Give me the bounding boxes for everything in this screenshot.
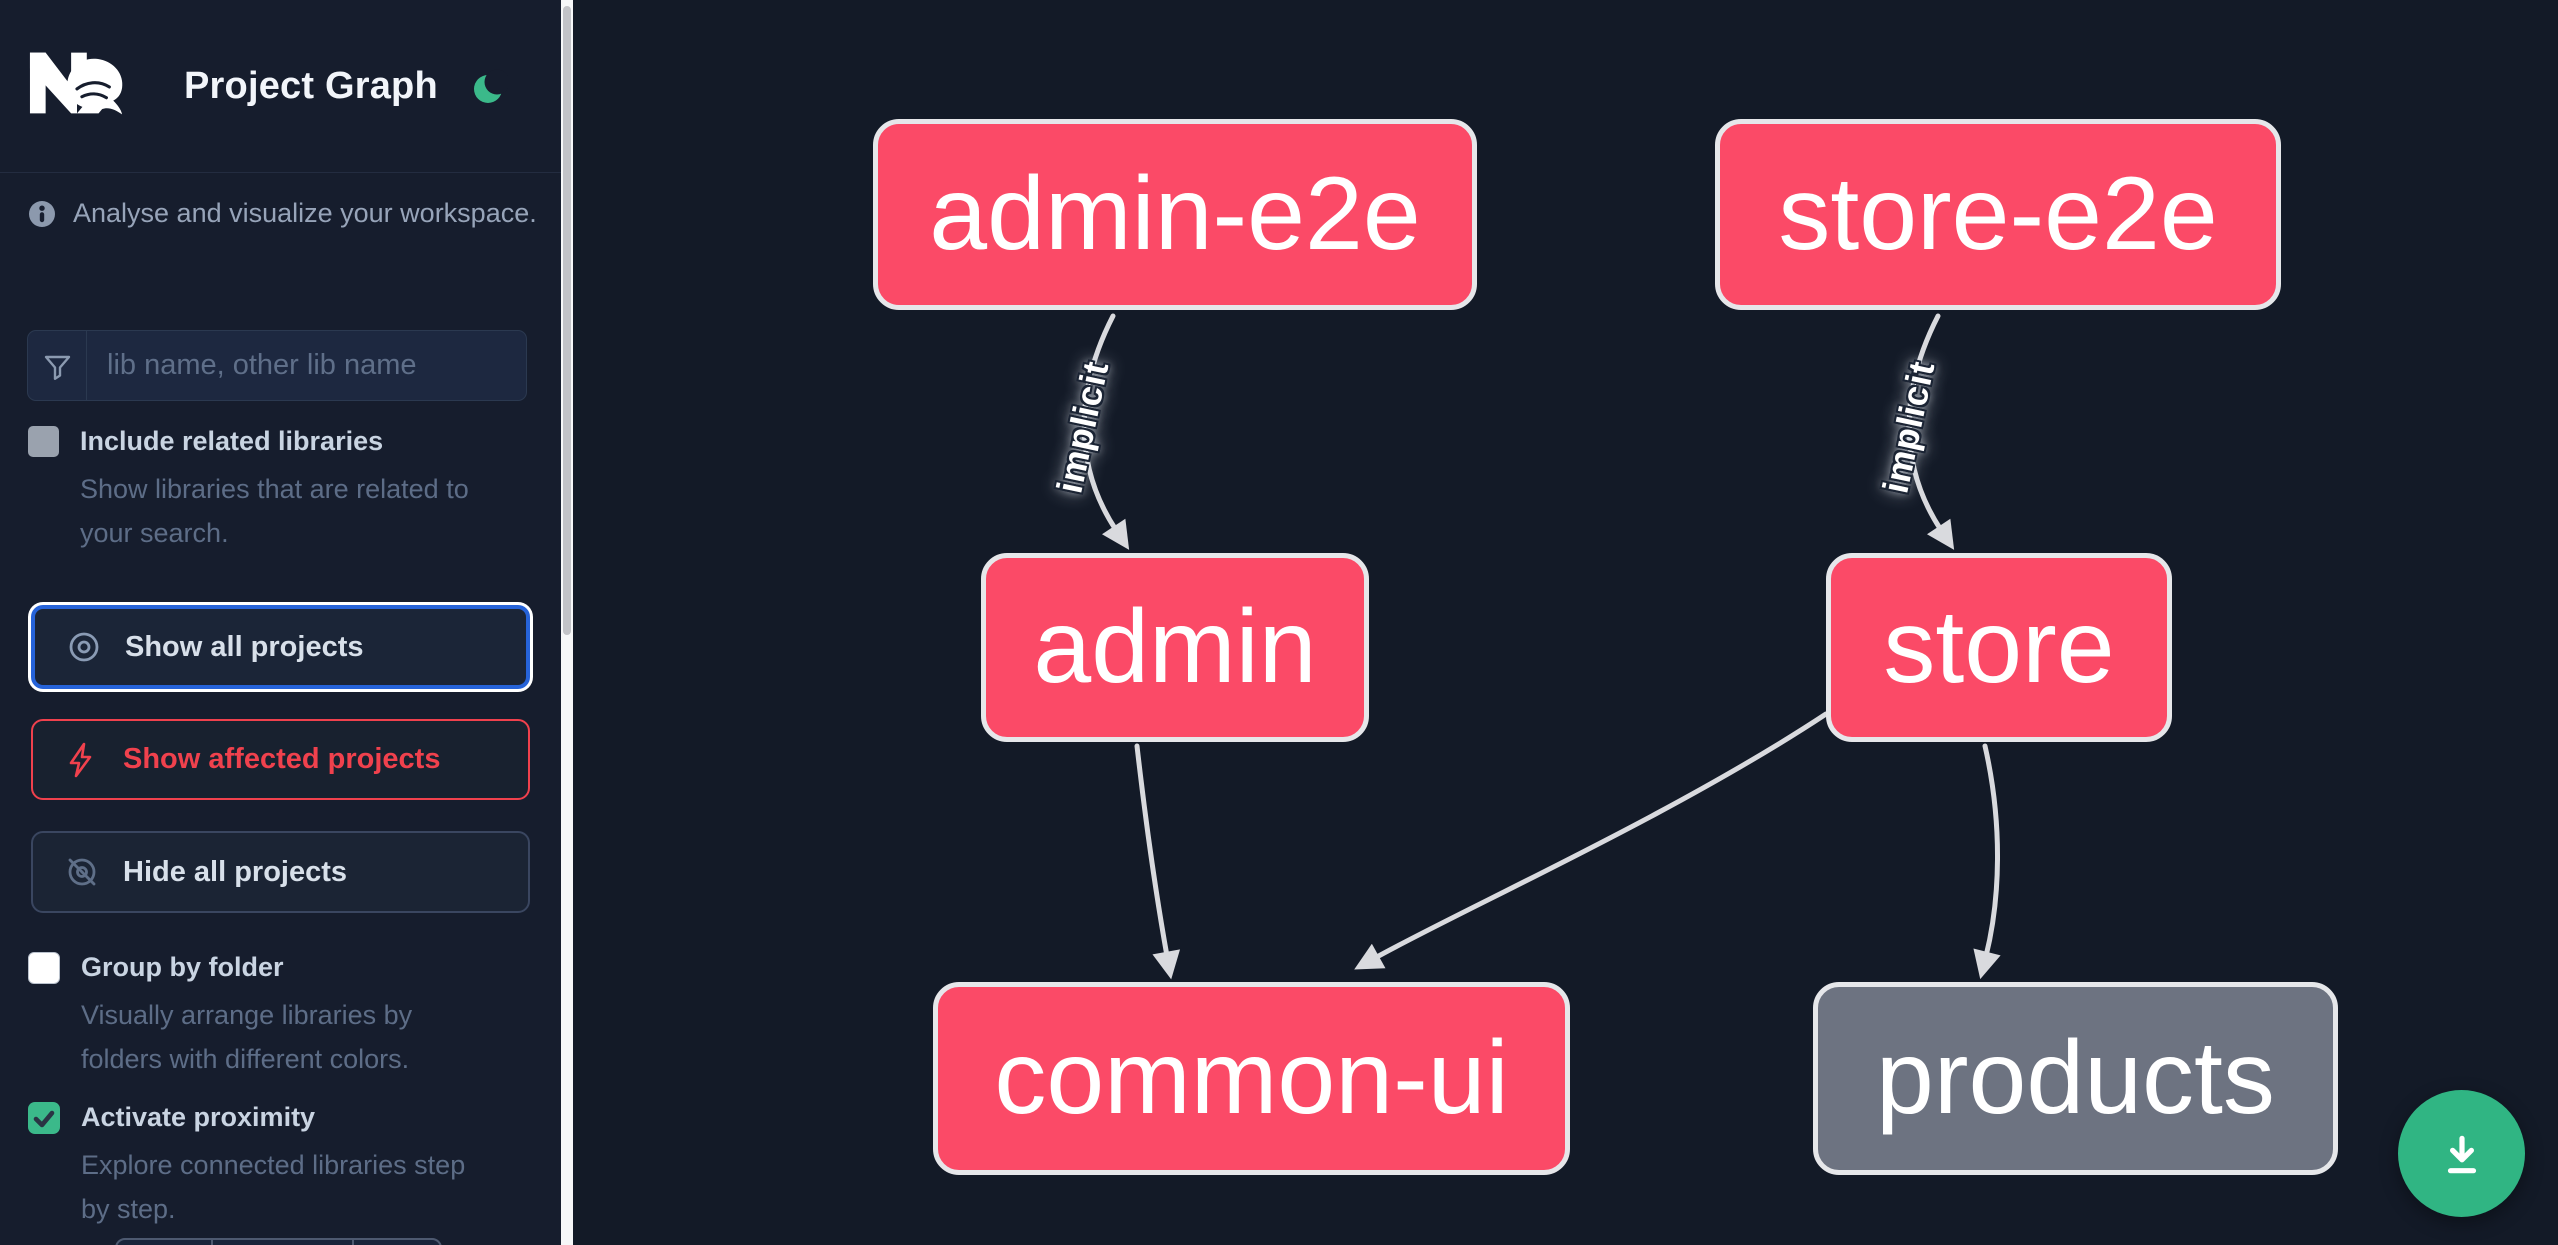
toggle-include-related-libraries: Include related libraries Show libraries…	[28, 424, 530, 555]
graph-node-admin-e2e[interactable]: admin-e2e	[873, 119, 1477, 310]
proximity-depth-control[interactable]	[115, 1238, 442, 1245]
graph-node-admin[interactable]: admin	[981, 553, 1369, 742]
moon-icon	[474, 69, 508, 103]
nx-logo	[29, 52, 123, 115]
search-input[interactable]	[87, 331, 526, 400]
edge-store-to-common-ui	[1354, 711, 1829, 970]
node-label: store-e2e	[1778, 156, 2218, 272]
node-label: store	[1883, 589, 2115, 705]
workspace-tagline: Analyse and visualize your workspace.	[73, 198, 537, 228]
bolt-icon	[69, 742, 92, 777]
node-label: admin	[1033, 589, 1317, 705]
download-graph-image-button[interactable]	[2398, 1090, 2525, 1217]
filter-funnel-icon	[28, 331, 87, 400]
show-all-projects-button[interactable]: Show all projects	[31, 605, 530, 689]
node-label: admin-e2e	[929, 156, 1421, 272]
segment-divider	[352, 1240, 354, 1245]
button-label: Show all projects	[125, 630, 364, 663]
checkbox-group-by-folder[interactable]	[28, 952, 60, 984]
graph-node-products[interactable]: products	[1813, 982, 2338, 1175]
node-label: common-ui	[994, 1020, 1509, 1136]
checkbox-activate-proximity[interactable]	[28, 1102, 60, 1134]
button-label: Hide all projects	[123, 855, 348, 888]
page-title: Project Graph	[184, 65, 438, 107]
check-icon	[33, 1110, 55, 1128]
sidebar-scrollbar-track	[561, 0, 573, 1245]
toggle-label: Include related libraries	[80, 426, 384, 456]
toggle-description: Explore connected libraries step by step…	[81, 1150, 466, 1224]
toggle-activate-proximity: Activate proximity Explore connected lib…	[28, 1100, 531, 1231]
search-box	[27, 330, 527, 401]
download-icon	[2447, 1135, 2476, 1173]
eye-off-icon	[68, 858, 96, 886]
edge-store-to-products	[1973, 743, 2001, 980]
edge-admin-e2e-to-admin	[1081, 313, 1130, 550]
node-label: products	[1876, 1020, 2275, 1136]
sidebar-scrollbar-thumb[interactable]	[563, 6, 571, 635]
button-label: Show affected projects	[123, 743, 441, 775]
eye-icon	[69, 632, 99, 662]
toggle-label: Group by folder	[81, 952, 284, 982]
toggle-description: Visually arrange libraries by folders wi…	[81, 1000, 413, 1074]
graph-node-store[interactable]: store	[1826, 553, 2172, 742]
toggle-group-by-folder: Group by folder Visually arrange librari…	[28, 950, 531, 1081]
graph-node-common-ui[interactable]: common-ui	[933, 982, 1570, 1175]
show-affected-projects-button[interactable]: Show affected projects	[31, 719, 530, 800]
info-icon	[29, 200, 55, 227]
edges-layer	[1081, 313, 2001, 980]
project-graph-canvas[interactable]: implicit implicit admin-e2e store-e2e ad…	[573, 0, 2558, 1245]
edge-admin-to-common-ui	[1134, 743, 1181, 980]
sidebar: Project Graph Analyse and visualize your…	[0, 0, 561, 1245]
sidebar-header: Project Graph	[0, 0, 561, 173]
checkbox-include-related-libraries[interactable]	[28, 426, 59, 457]
workspace-tagline-row: Analyse and visualize your workspace.	[28, 198, 537, 229]
edge-store-e2e-to-store	[1906, 313, 1955, 550]
toggle-description: Show libraries that are related to your …	[80, 474, 469, 548]
hide-all-projects-button[interactable]: Hide all projects	[31, 831, 530, 913]
toggle-label: Activate proximity	[81, 1102, 316, 1132]
graph-node-store-e2e[interactable]: store-e2e	[1715, 119, 2281, 310]
theme-toggle-button[interactable]	[468, 66, 512, 110]
segment-divider	[211, 1240, 213, 1245]
